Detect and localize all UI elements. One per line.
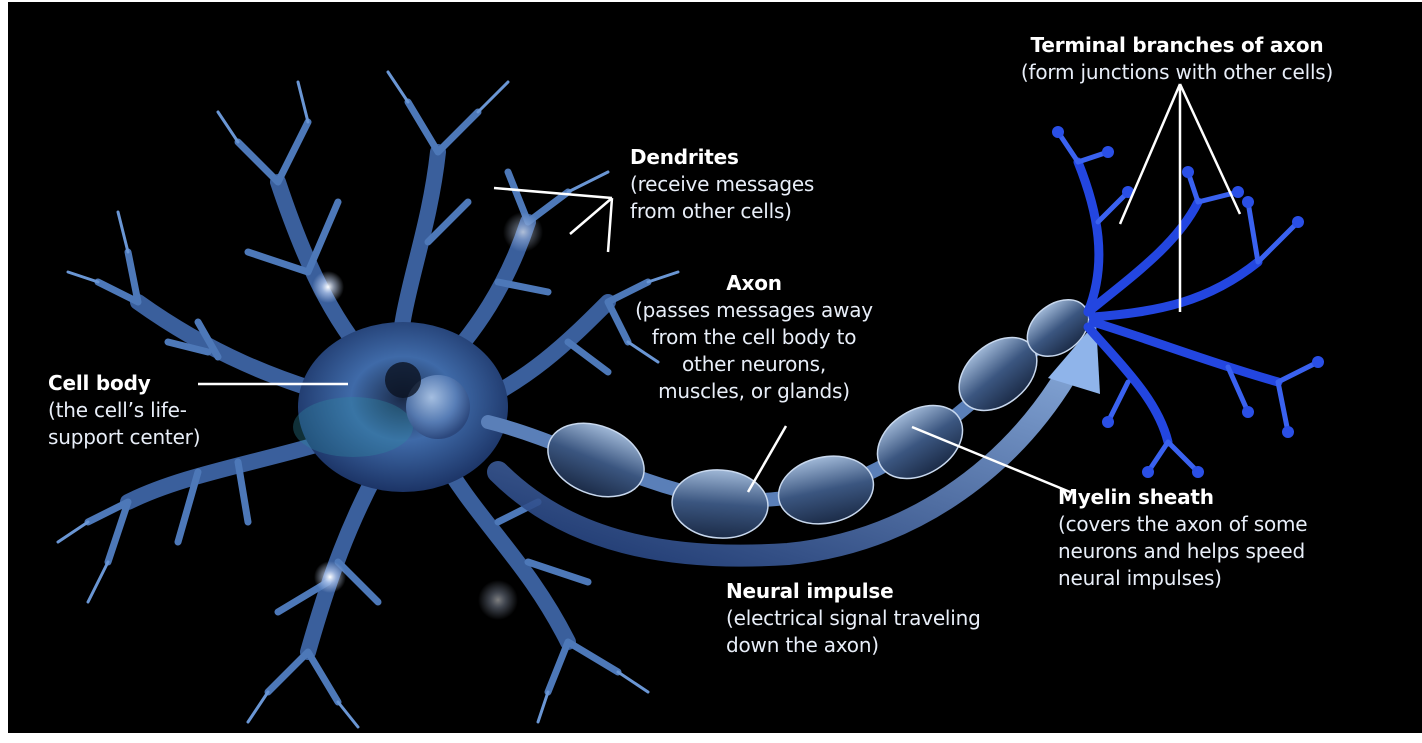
neuron-diagram: Terminal branches of axon (form junction… [8,2,1422,733]
label-axon: Axon (passes messages away from the cell… [604,270,904,405]
impulse-desc-line: (electrical signal traveling [726,605,1066,632]
dendrites-desc-line: from other cells) [630,198,890,225]
axon-desc-line: from the cell body to [604,324,904,351]
myelin-desc-line: (covers the axon of some [1058,511,1378,538]
terminal-branches [1052,126,1324,478]
label-dendrites: Dendrites (receive messages from other c… [630,144,890,225]
dendrites-title: Dendrites [630,144,890,171]
leader-axon [748,426,786,492]
cell-body-shape [293,322,508,492]
impulse-desc-line: down the axon) [726,632,1066,659]
label-terminal-branches: Terminal branches of axon (form junction… [972,32,1382,86]
cell-body-desc-line: support center) [48,424,248,451]
cell-body-title: Cell body [48,370,248,397]
myelin-desc-line: neurons and helps speed [1058,538,1378,565]
terminal-title: Terminal branches of axon [972,32,1382,59]
label-neural-impulse: Neural impulse (electrical signal travel… [726,578,1066,659]
label-myelin-sheath: Myelin sheath (covers the axon of some n… [1058,484,1378,592]
axon-title: Axon [604,270,904,297]
axon-desc-line: other neurons, [604,351,904,378]
terminal-desc-line: (form junctions with other cells) [972,59,1382,86]
axon-desc-line: muscles, or glands) [604,378,904,405]
myelin-desc-line: neural impulses) [1058,565,1378,592]
dendrites-desc-line: (receive messages [630,171,890,198]
axon-desc-line: (passes messages away [604,297,904,324]
label-cell-body: Cell body (the cell’s life- support cent… [48,370,248,451]
cell-body-desc-line: (the cell’s life- [48,397,248,424]
myelin-title: Myelin sheath [1058,484,1378,511]
impulse-title: Neural impulse [726,578,1066,605]
